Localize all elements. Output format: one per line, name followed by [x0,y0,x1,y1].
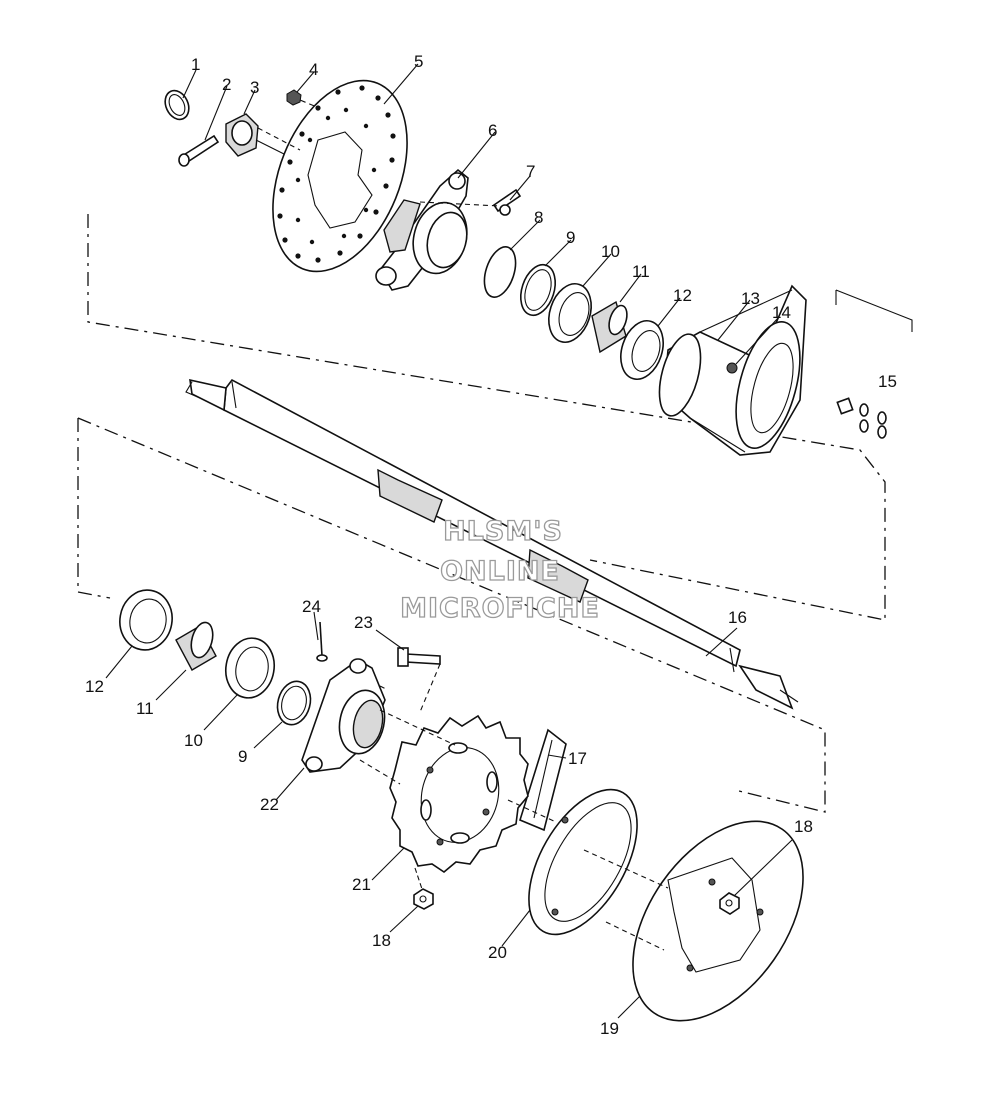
part-9-ring-lower [276,680,312,726]
callout-23: 23 [354,613,373,632]
callout-2: 2 [222,75,231,94]
part-7-bolt [492,188,522,216]
part-10-bearing-cup-upper [548,283,592,343]
callout-12: 12 [673,286,692,305]
callout-3: 3 [250,78,259,97]
part-22-sprocket-hub [301,658,386,773]
callout-11-lower: 11 [136,699,154,718]
assembly-dash-lines [77,214,886,813]
callout-10-lower: 10 [184,731,203,750]
watermark: HLSM'S ONLINE MICROFICHE [399,515,600,624]
part-15-fastener-set [835,289,913,439]
callout-1: 1 [191,55,200,74]
part-20-guard [528,788,638,936]
part-1-snap-ring [164,89,190,121]
callout-12-lower: 12 [85,677,104,696]
callout-22: 22 [260,795,279,814]
part-12-bearing-cup-lower [119,589,173,651]
callout-labels: 1 2 3 4 5 6 7 8 9 10 11 12 13 14 15 16 1… [85,52,897,1038]
part-18-nut-lower [413,867,434,910]
watermark-line-3: MICROFICHE [400,593,600,624]
part-24-bolt [316,621,328,662]
part-5-brake-disc [272,79,408,273]
callout-13: 13 [741,289,760,308]
callout-21: 21 [352,875,371,894]
part-16-axle [185,378,799,710]
callout-16: 16 [728,608,747,627]
part-8-snap-ring [483,246,517,298]
part-alignment-lines [257,127,669,951]
callout-15: 15 [878,372,897,391]
watermark-line-2: ONLINE [440,556,560,587]
callout-18-lower: 18 [372,931,391,950]
callout-4: 4 [309,60,318,79]
callout-6: 6 [488,121,497,140]
part-11-bearing-cone-lower [175,621,217,671]
part-6-hub-flange [375,168,469,291]
part-17-chain [519,728,567,832]
part-18-nut-upper [719,892,740,915]
callout-19: 19 [600,1019,619,1038]
part-12-bearing-cup-upper [620,320,664,380]
callout-9-lower: 9 [238,747,247,766]
callout-18-upper: 18 [794,817,813,836]
callout-24: 24 [302,597,321,616]
callout-14: 14 [772,303,791,322]
leader-lines [105,63,793,1019]
callout-9: 9 [566,228,575,247]
callout-17: 17 [568,749,587,768]
part-11-bearing-cone-upper [591,300,628,354]
callout-10: 10 [601,242,620,261]
callout-7: 7 [526,162,535,181]
watermark-line-1: HLSM'S [443,516,563,547]
part-10-bearing-cup-lower [224,637,276,699]
callout-11: 11 [632,262,650,281]
callout-8: 8 [534,208,543,227]
callout-20: 20 [488,943,507,962]
callout-5: 5 [414,52,423,71]
part-23-bolt [397,647,441,667]
part-21-sprocket [389,714,529,873]
part-2-bolt [178,134,220,167]
part-14-grease-fitting [726,362,738,374]
